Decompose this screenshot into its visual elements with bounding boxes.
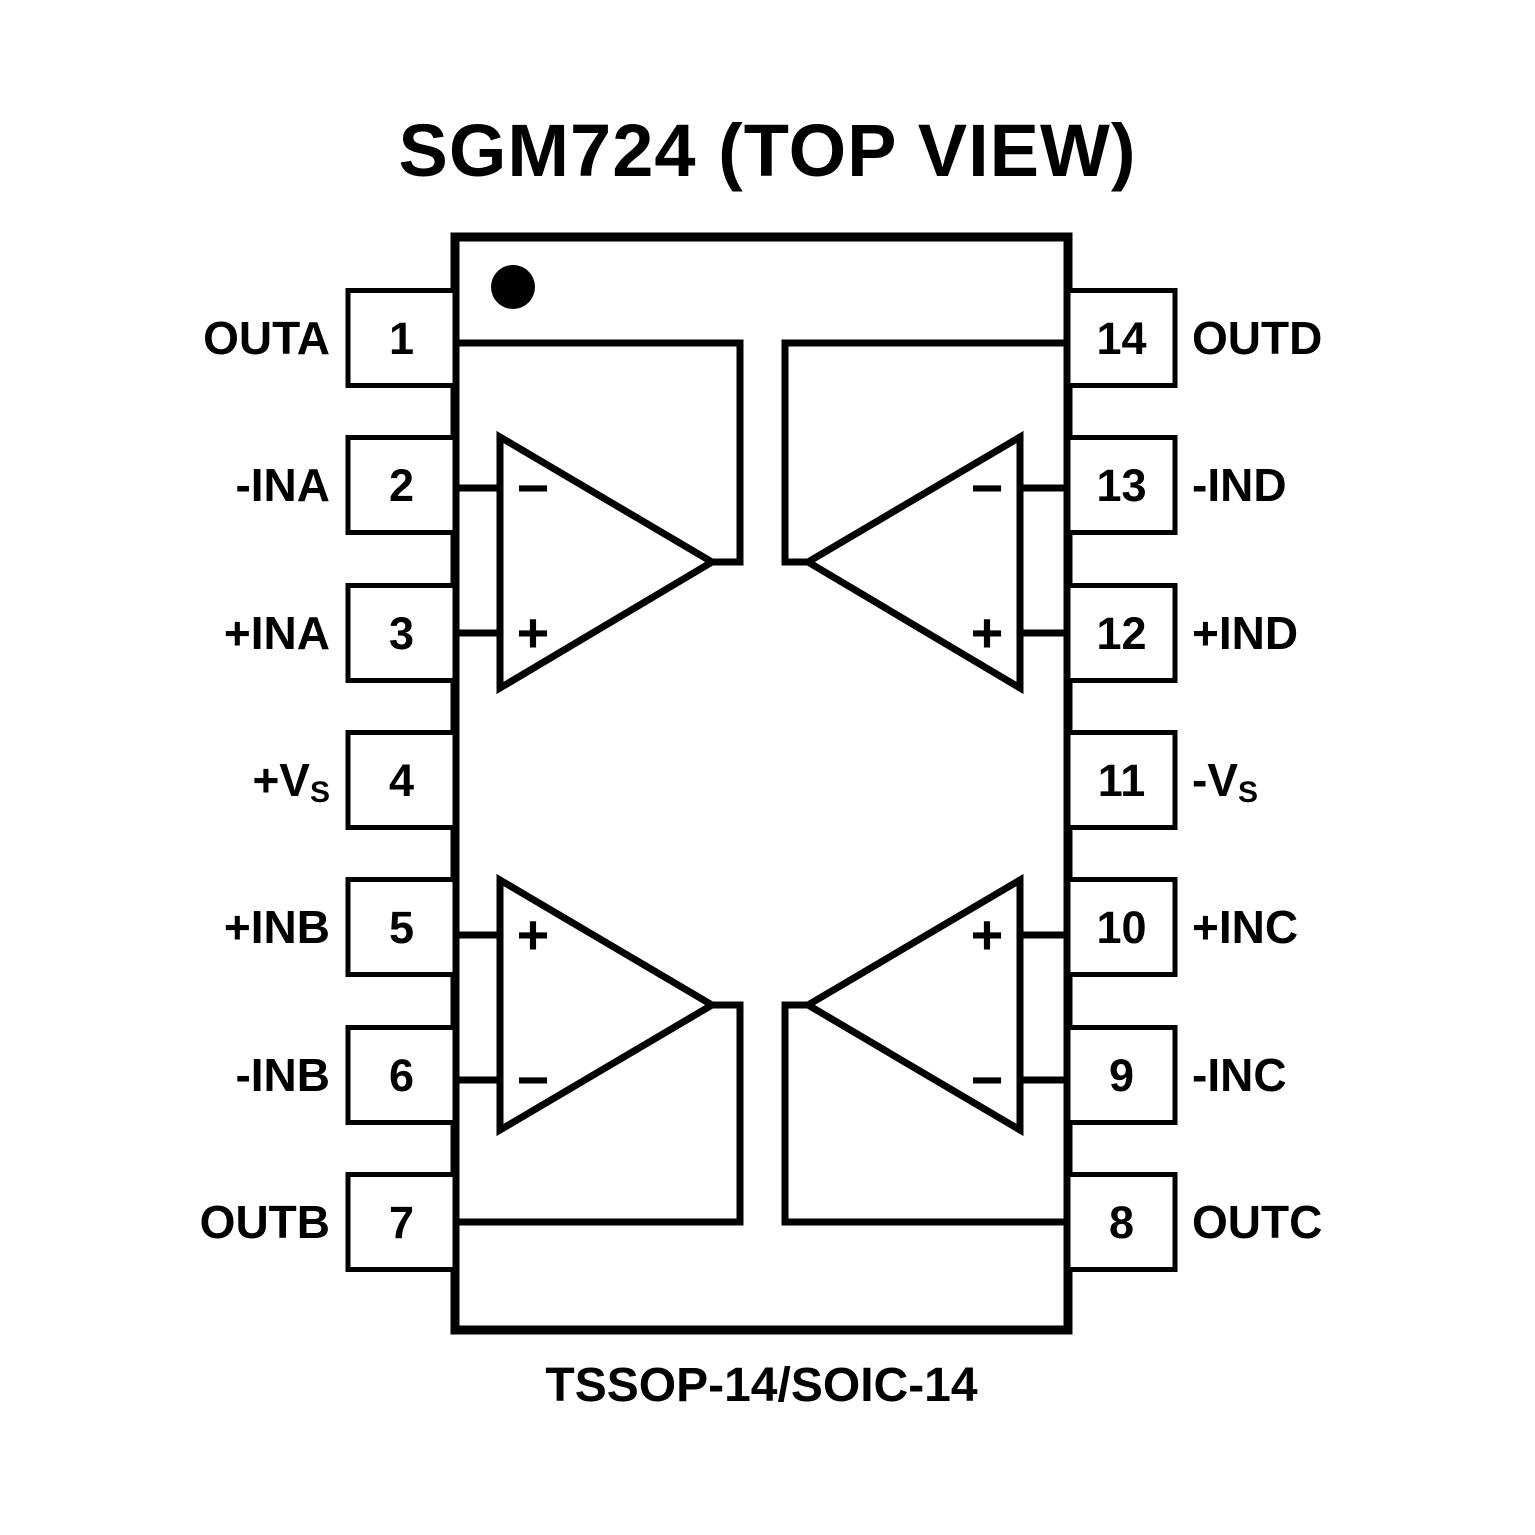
opamp-c-plus-sign: + [970, 903, 1004, 966]
pin-9-box [1065, 1025, 1178, 1125]
pin-1-box [345, 288, 458, 388]
opamp-a-triangle [496, 430, 719, 695]
pin-1-label-text: OUTA [203, 311, 330, 364]
internal-wires [455, 339, 1068, 1226]
pin-9-label: -INC [1192, 1028, 1287, 1123]
pin-5-number: 5 [388, 901, 415, 953]
pin-6-label-text: -INB [235, 1048, 330, 1101]
pin-7-label-text: OUTB [199, 1195, 330, 1248]
pin-11-number: 11 [1097, 754, 1146, 806]
pin-1-number: 1 [388, 312, 415, 364]
pin-2-label: -INA [235, 438, 330, 533]
pin-13-label-text: -IND [1192, 458, 1287, 511]
pin-8-box [1065, 1172, 1178, 1272]
opamp-a-minus-sign: − [516, 456, 550, 519]
pin-11-box [1065, 730, 1178, 830]
opamp-b-output-wire [455, 1001, 744, 1226]
pin-2-label-text: -INA [235, 458, 330, 511]
pin-14-label-text: OUTD [1192, 311, 1323, 364]
pin-9-number: 9 [1108, 1049, 1135, 1101]
pin-8-number: 8 [1108, 1196, 1135, 1248]
opamp-triangles [496, 430, 1024, 1137]
pin-6-box [345, 1025, 458, 1125]
pin-10-label: +INC [1192, 880, 1298, 975]
pin-4-label-subscript: S [309, 775, 330, 809]
pin-14-label: OUTD [1192, 291, 1322, 386]
pin-12-label: +IND [1192, 586, 1298, 681]
pin-7-number: 7 [388, 1196, 415, 1248]
pin-8-label-text: OUTC [1192, 1195, 1323, 1248]
pin-8-label: OUTC [1192, 1175, 1322, 1270]
opamp-d-output-wire [781, 339, 1068, 566]
opamp-c-output-wire [781, 1001, 1068, 1226]
page-title: SGM724 (TOP VIEW) [398, 109, 1137, 192]
pin-4-number: 4 [388, 754, 415, 806]
pin-2-number: 2 [388, 459, 415, 511]
pin-14-box [1065, 288, 1178, 388]
pin-3-label: +INA [224, 586, 330, 681]
pin-7-label: OUTB [200, 1175, 330, 1270]
pin-10-label-text: +INC [1192, 900, 1299, 953]
opamp-d-triangle [801, 430, 1024, 695]
pin-14-number: 14 [1096, 312, 1147, 364]
pin-13-number: 13 [1096, 459, 1147, 511]
pin-7-box [345, 1172, 458, 1272]
pin-12-box [1065, 583, 1178, 683]
pin-13-box [1065, 435, 1178, 535]
pin-3-number: 3 [388, 607, 415, 659]
pin-6-number: 6 [388, 1049, 415, 1101]
pin-11-label: -VS [1192, 733, 1258, 828]
pin-12-label-text: +IND [1192, 606, 1299, 659]
pin-4-label: +VS [252, 733, 330, 828]
pin-11-label-subscript: S [1238, 775, 1259, 809]
pin-12-number: 12 [1096, 607, 1147, 659]
pin-6-label: -INB [235, 1028, 330, 1123]
opamp-b-plus-sign: + [516, 903, 550, 966]
pin-3-label-text: +INA [223, 606, 330, 659]
pin-2-box [345, 435, 458, 535]
pin-10-number: 10 [1096, 901, 1147, 953]
pin-boxes [345, 288, 1178, 1272]
pin-10-box [1065, 877, 1178, 977]
pin-4-box [345, 730, 458, 830]
pin-5-box [345, 877, 458, 977]
pin-13-label: -IND [1192, 438, 1287, 533]
opamp-a-plus-sign: + [516, 601, 550, 664]
opamp-a-output-wire [455, 339, 744, 566]
pin-4-label-text: +V [252, 753, 310, 806]
ic-body [450, 232, 1073, 1335]
pin-5-label-text: +INB [223, 900, 330, 953]
pin-3-box [345, 583, 458, 683]
package-label: TSSOP-14/SOIC-14 [545, 1359, 978, 1412]
opamp-b-minus-sign: − [516, 1048, 550, 1111]
opamp-d-plus-sign: + [970, 601, 1004, 664]
opamp-c-minus-sign: − [970, 1048, 1004, 1111]
pin-5-label: +INB [224, 880, 330, 975]
pin1-indicator-dot [491, 265, 535, 309]
pin-9-label-text: -INC [1192, 1048, 1287, 1101]
opamp-d-minus-sign: − [970, 456, 1004, 519]
pin-11-label-text: -V [1192, 753, 1238, 806]
opamp-c-triangle [801, 873, 1024, 1137]
opamp-b-triangle [496, 873, 719, 1137]
pin-1-label: OUTA [203, 291, 330, 386]
